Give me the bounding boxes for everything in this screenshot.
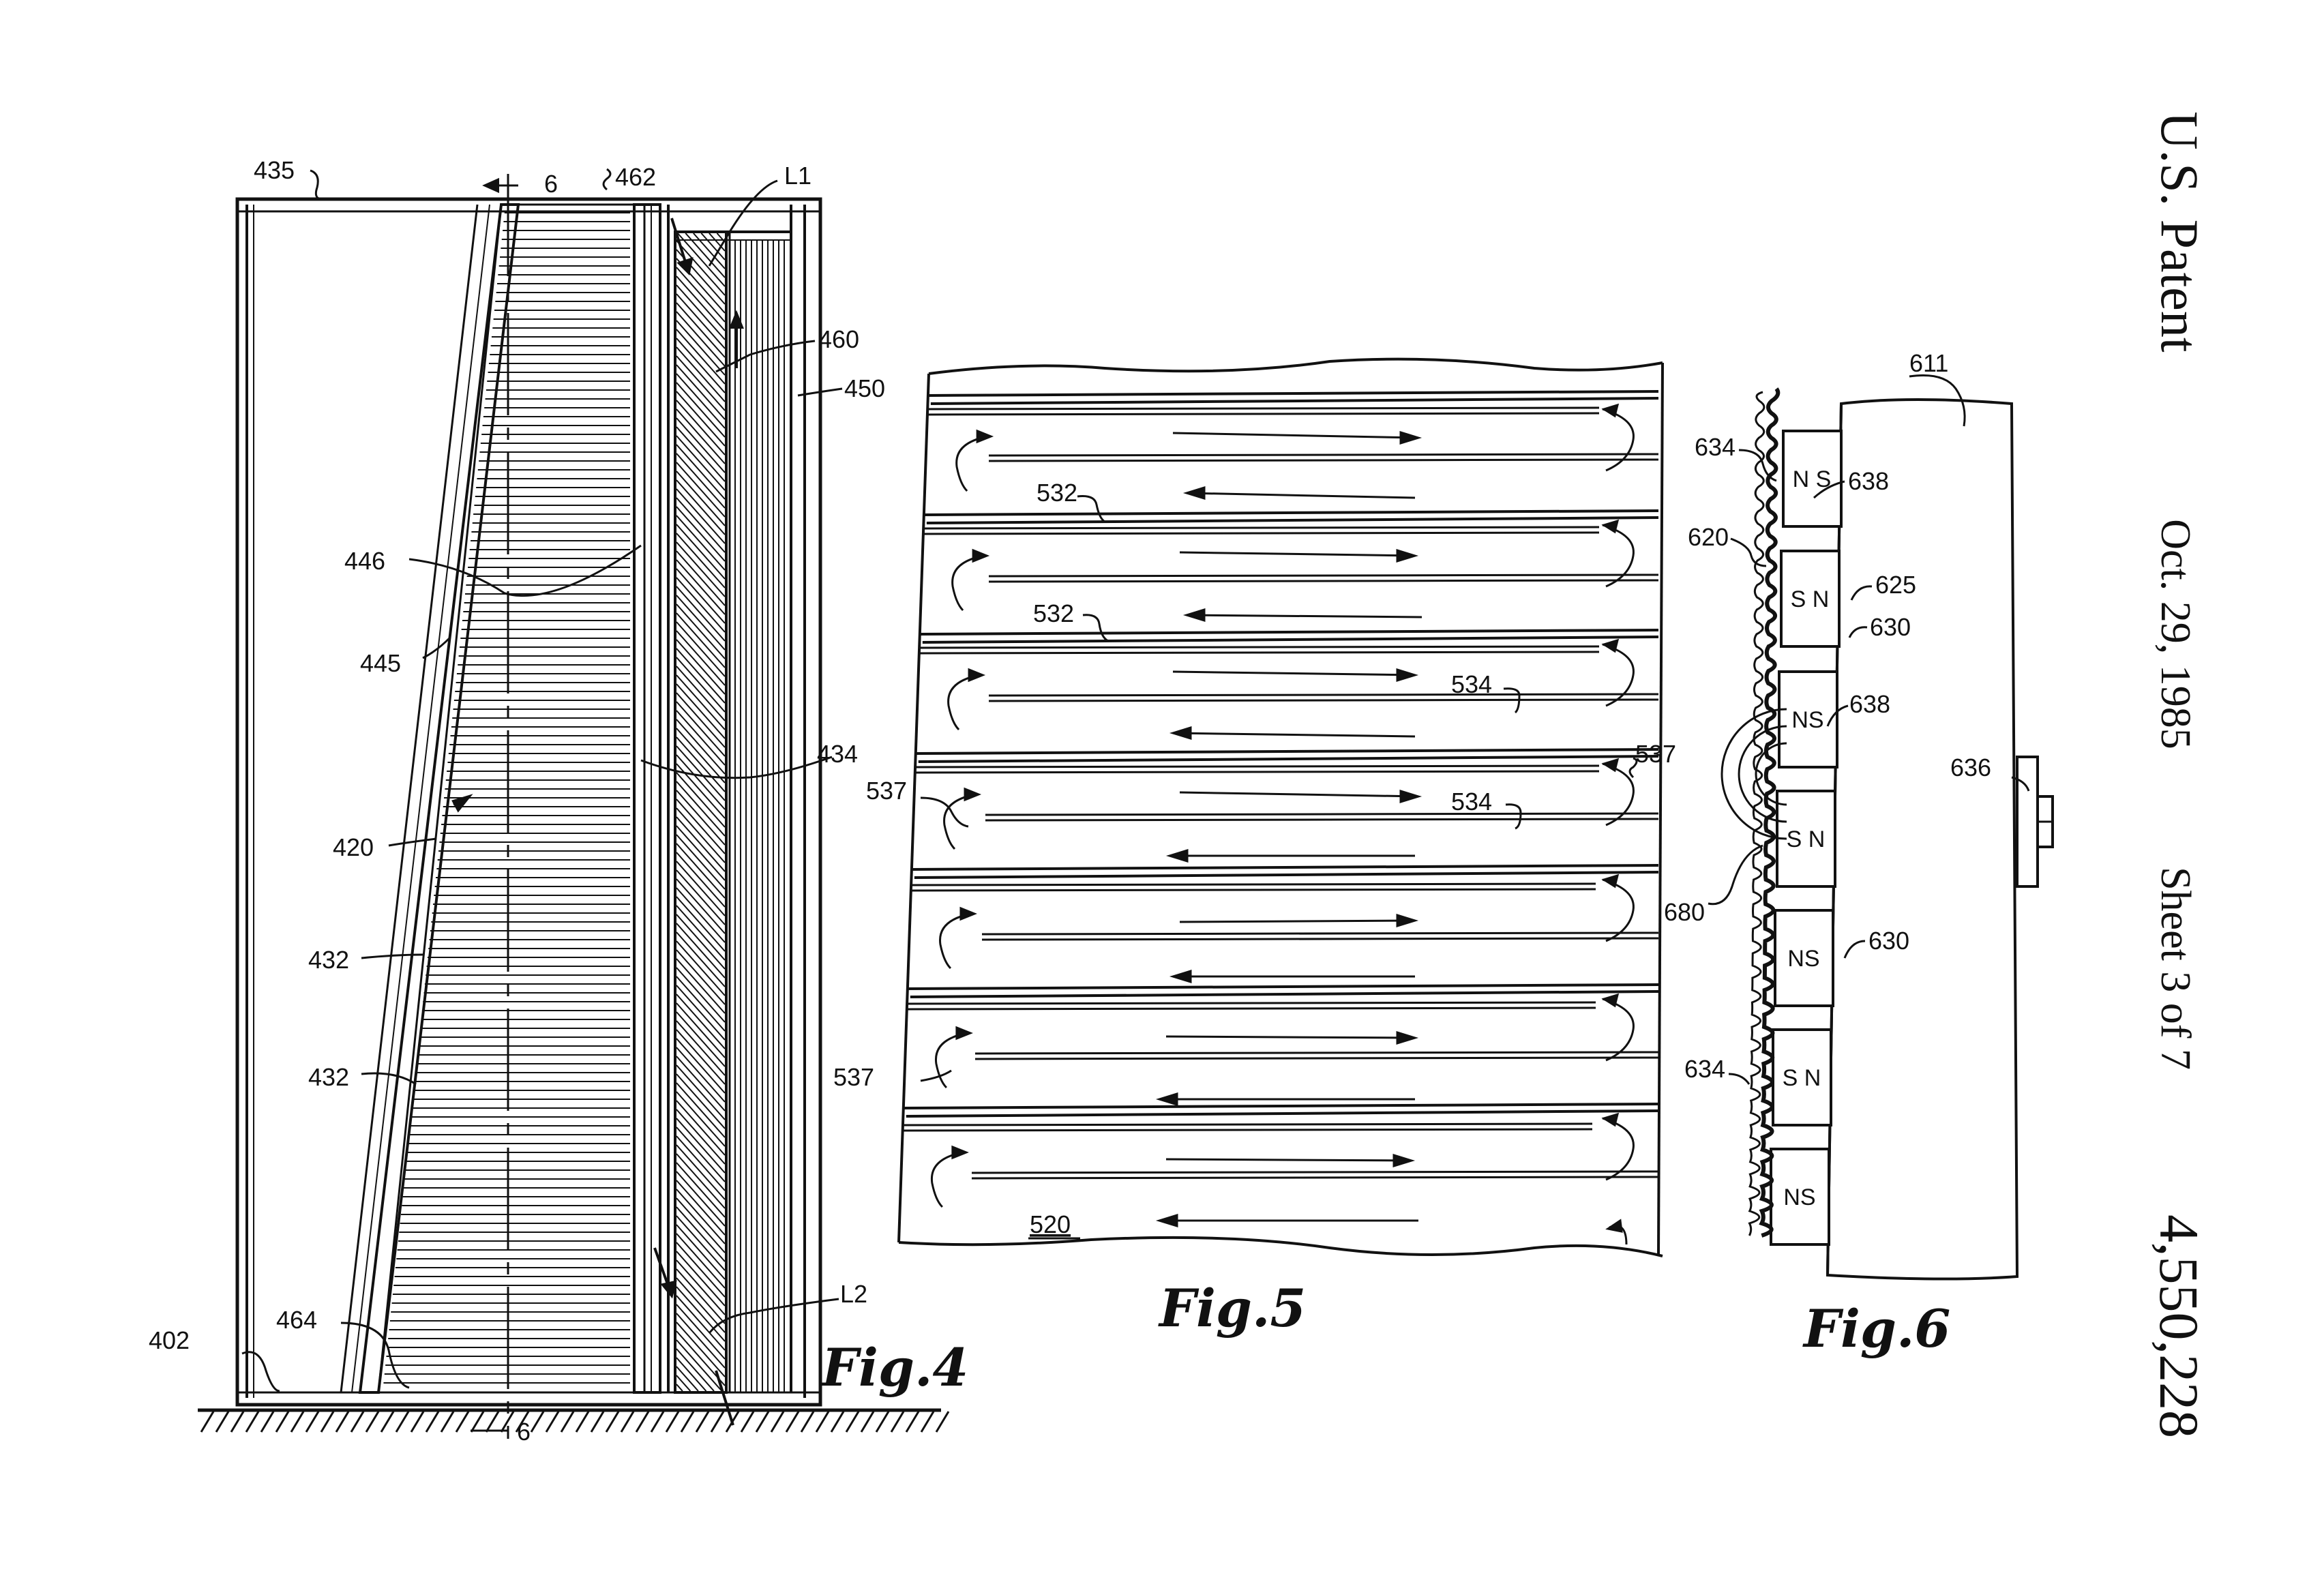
label-402: 402 [149, 1326, 190, 1354]
label-537-left-a: 537 [866, 777, 907, 805]
label-620: 620 [1688, 523, 1729, 551]
label-464: 464 [276, 1306, 317, 1334]
magnet-block [1780, 550, 1841, 648]
magnet-pole-label: N S [1793, 466, 1832, 492]
magnet-pole-label: NS [1791, 707, 1823, 733]
magnet-pole-label: NS [1787, 946, 1819, 972]
label-L2: L2 [840, 1280, 867, 1308]
label-638-b: 638 [1849, 690, 1890, 718]
label-450: 450 [844, 374, 885, 402]
label-532-a: 532 [1037, 479, 1077, 507]
figure-6: N S S N NS S N NS S N NS 611 634 638 620 625 6… [1664, 349, 2054, 1359]
magnet-block [1782, 430, 1843, 528]
patent-number: 4,550,228 [2148, 1214, 2210, 1438]
magnet-pole-label: S N [1783, 1065, 1821, 1091]
magnet-pole-label: NS [1783, 1184, 1815, 1210]
figure-4: 435 6 462 L1 460 450 446 445 434 420 432… [149, 156, 968, 1446]
sheet-number: Sheet 3 of 7 [2152, 867, 2199, 1070]
label-537-left-b: 537 [833, 1063, 874, 1091]
figure-6-title: Fig.6 [1802, 1298, 1950, 1359]
magnet-block [1772, 1028, 1832, 1126]
figure-5: 532 532 534 534 537 537 537 520 Fig.5 [833, 357, 1676, 1339]
label-432-a: 432 [308, 946, 349, 974]
label-634-b: 634 [1684, 1055, 1725, 1083]
label-520: 520 [1030, 1210, 1071, 1238]
label-445: 445 [360, 649, 401, 677]
label-630-a: 630 [1870, 613, 1911, 641]
label-638-a: 638 [1848, 467, 1889, 495]
label-680: 680 [1664, 898, 1705, 926]
label-446: 446 [344, 547, 385, 575]
label-532-b: 532 [1033, 599, 1074, 627]
label-611: 611 [1909, 349, 1948, 377]
label-537-right: 537 [1635, 740, 1676, 768]
label-462: 462 [615, 163, 656, 191]
magnet-block [1774, 909, 1834, 1007]
figure-5-title: Fig.5 [1158, 1278, 1306, 1339]
label-432-b: 432 [308, 1063, 349, 1091]
magnet-block [1776, 790, 1836, 888]
label-636: 636 [1950, 753, 1991, 781]
magnet-block [1778, 670, 1838, 768]
label-534-a: 534 [1451, 670, 1492, 698]
label-435: 435 [254, 156, 295, 184]
magnet-pole-label: S N [1791, 586, 1830, 612]
label-634-a: 634 [1695, 433, 1735, 461]
label-534-b: 534 [1451, 788, 1492, 816]
label-434: 434 [817, 740, 858, 768]
magnet-pole-label: S N [1787, 826, 1826, 852]
patent-date: Oct. 29, 1985 [2152, 519, 2199, 749]
label-L1: L1 [784, 162, 811, 190]
label-460: 460 [818, 325, 859, 353]
label-630-b: 630 [1868, 927, 1909, 955]
label-625: 625 [1875, 571, 1916, 599]
patent-title: U.S. Patent [2150, 111, 2209, 353]
label-6-top: 6 [544, 170, 558, 198]
patent-header: U.S. Patent Oct. 29, 1985 Sheet 3 of 7 4… [2148, 111, 2210, 1438]
label-420: 420 [333, 833, 374, 861]
magnet-block [1770, 1148, 1830, 1246]
label-6-bottom: 6 [517, 1418, 531, 1446]
figure-4-title: Fig.4 [820, 1337, 968, 1398]
